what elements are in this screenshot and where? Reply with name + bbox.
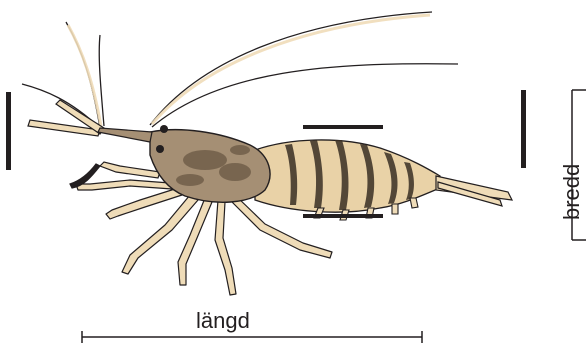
eye-upper bbox=[160, 125, 168, 133]
abdomen-top-marker bbox=[303, 125, 383, 129]
antennae-fill bbox=[68, 15, 430, 126]
tail-fan bbox=[436, 176, 512, 206]
abdomen-bottom-marker bbox=[303, 214, 383, 218]
left-scale-bar bbox=[6, 92, 11, 170]
length-label: längd bbox=[196, 310, 250, 332]
length-dimension-line bbox=[82, 331, 422, 343]
rostrum bbox=[98, 128, 152, 142]
width-label: bredd bbox=[561, 164, 583, 220]
right-scale-bar bbox=[521, 90, 526, 168]
antennules bbox=[28, 100, 104, 136]
eye-lower bbox=[156, 145, 164, 153]
